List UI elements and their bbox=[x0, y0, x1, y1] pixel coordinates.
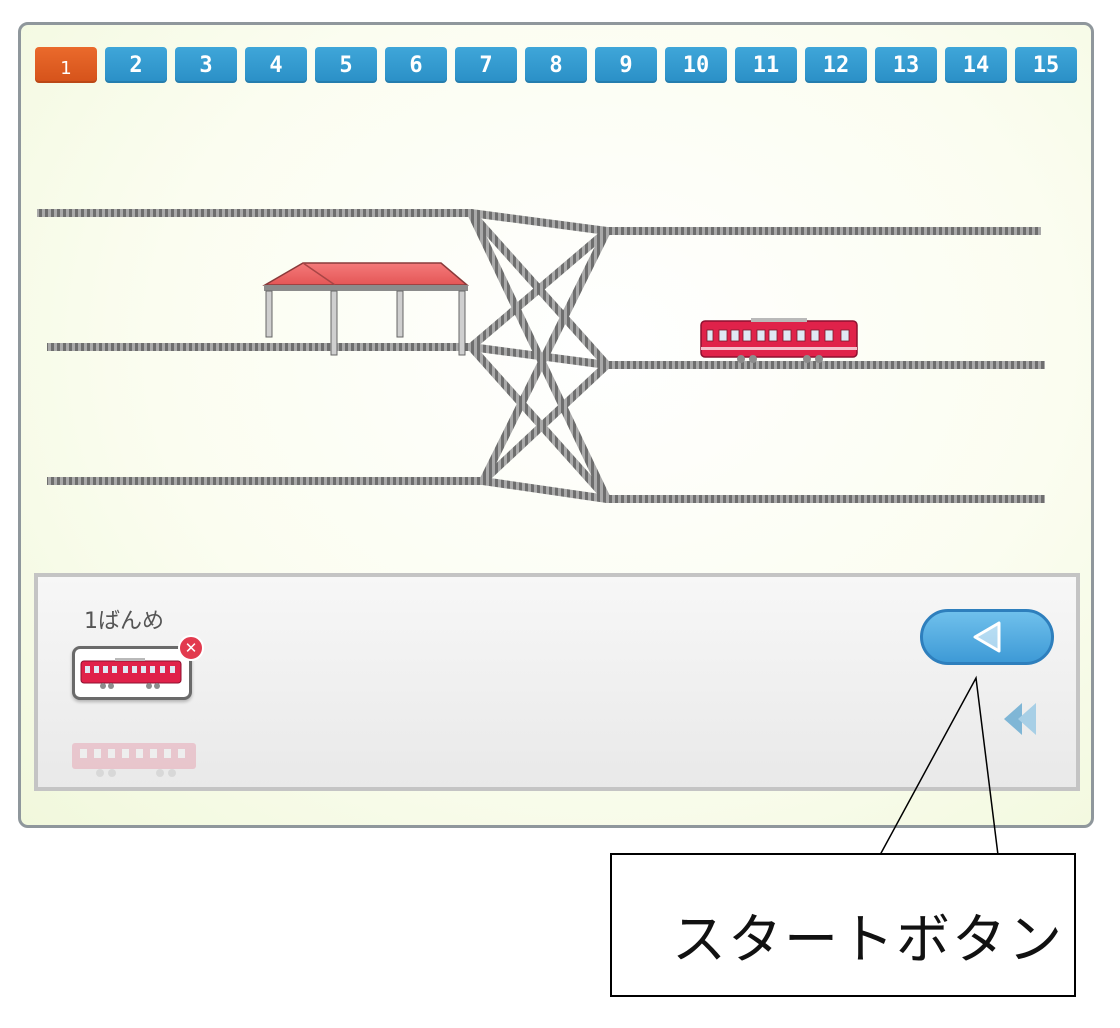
control-panel: 1ばんめ bbox=[34, 573, 1080, 791]
level-tab-5[interactable]: 5 bbox=[315, 47, 377, 83]
level-tab-12[interactable]: 12 bbox=[805, 47, 867, 83]
level-tab-14[interactable]: 14 bbox=[945, 47, 1007, 83]
level-tab-3[interactable]: 3 bbox=[175, 47, 237, 83]
remove-train-icon[interactable]: ✕ bbox=[178, 635, 204, 661]
track-rails bbox=[37, 209, 1045, 503]
level-tab-8[interactable]: 8 bbox=[525, 47, 587, 83]
track-layout bbox=[37, 209, 1045, 503]
level-tab-6[interactable]: 6 bbox=[385, 47, 447, 83]
station-platform bbox=[262, 262, 470, 356]
start-button[interactable] bbox=[920, 609, 1054, 665]
level-tab-11[interactable]: 11 bbox=[735, 47, 797, 83]
callout-label: スタートボタン bbox=[672, 908, 1064, 971]
level-tab-2[interactable]: 2 bbox=[105, 47, 167, 83]
callout-box: スタートボタン bbox=[610, 853, 1076, 997]
level-tab-13[interactable]: 13 bbox=[875, 47, 937, 83]
play-left-triangle-icon bbox=[973, 621, 1001, 653]
track-switch-junction[interactable] bbox=[467, 209, 611, 503]
order-label: 1ばんめ bbox=[84, 609, 164, 634]
double-chevron-left-icon bbox=[1004, 703, 1036, 735]
ghost-train-slot-icon bbox=[72, 743, 196, 777]
level-tab-15[interactable]: 15 bbox=[1015, 47, 1077, 83]
level-tab-1[interactable]: 1 bbox=[35, 47, 97, 83]
level-tab-4[interactable]: 4 bbox=[245, 47, 307, 83]
queued-train-card[interactable] bbox=[72, 646, 192, 700]
red-train[interactable] bbox=[700, 318, 858, 363]
level-tab-7[interactable]: 7 bbox=[455, 47, 517, 83]
level-tab-9[interactable]: 9 bbox=[595, 47, 657, 83]
queued-red-train-icon bbox=[80, 658, 182, 689]
rewind-button[interactable] bbox=[1000, 699, 1042, 739]
level-tab-10[interactable]: 10 bbox=[665, 47, 727, 83]
